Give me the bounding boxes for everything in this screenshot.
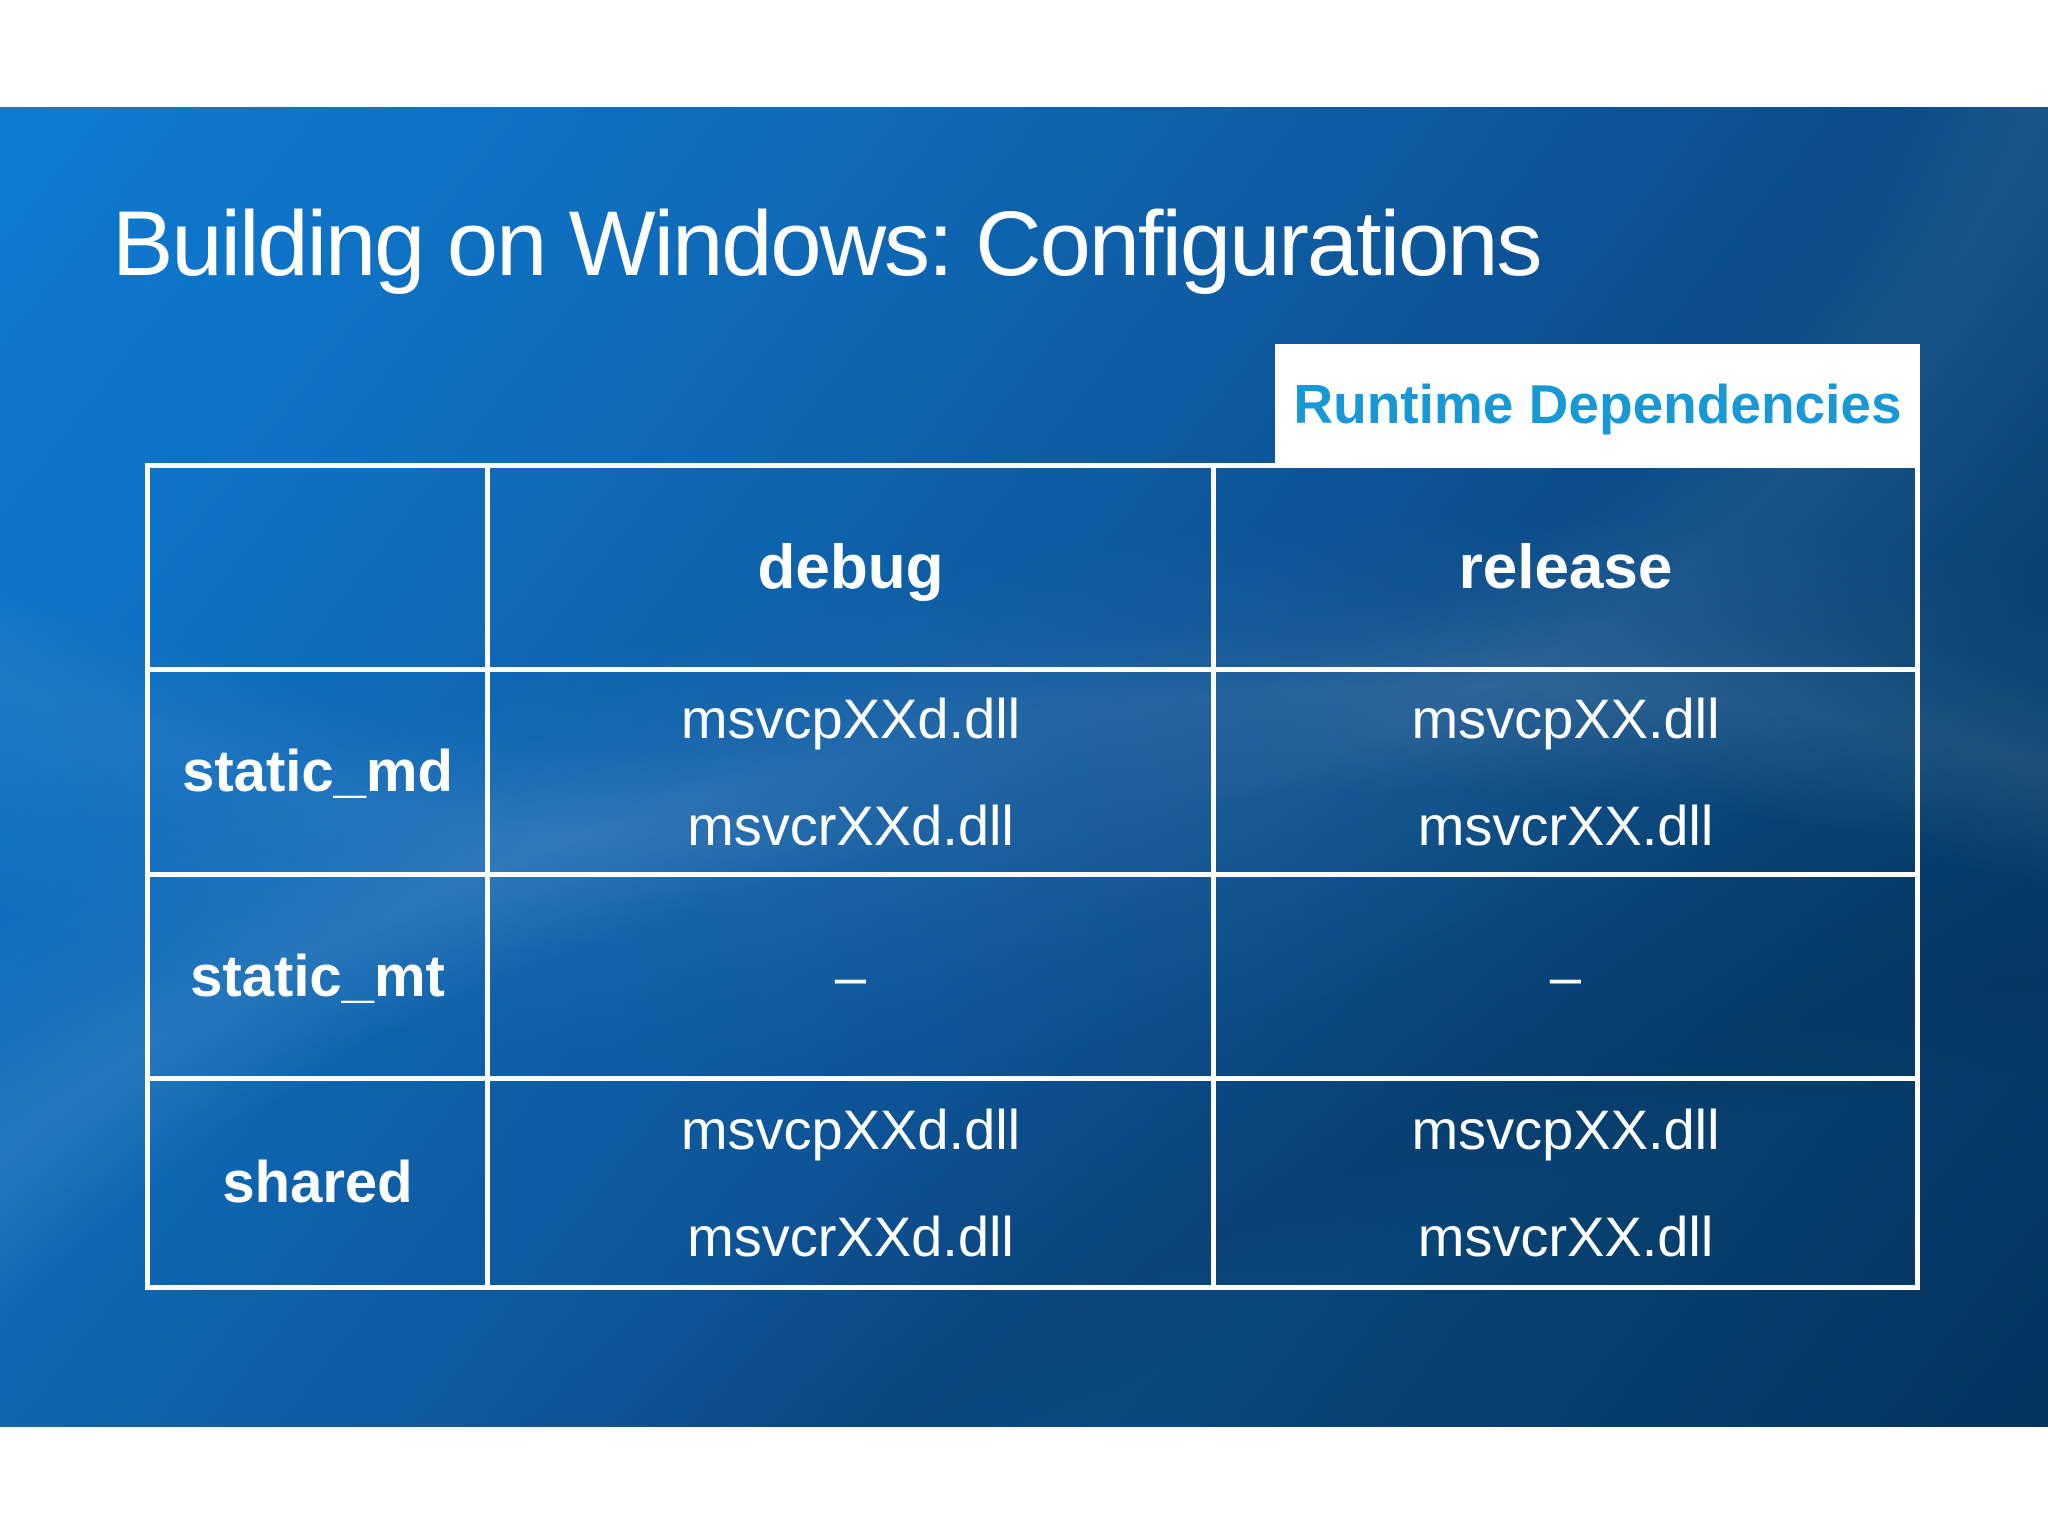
dll-name: msvcpXX.dll [1411, 686, 1720, 750]
cell-lines: msvcpXXd.dll msvcrXXd.dll [681, 686, 1020, 858]
column-header-release: release [1216, 468, 1915, 673]
letterbox-top [0, 0, 2048, 107]
letterbox-bottom [0, 1427, 2048, 1536]
dll-name: msvcrXX.dll [1417, 1204, 1714, 1268]
row-header-static-md: static_md [150, 672, 490, 877]
dll-name: msvcpXXd.dll [680, 686, 1021, 750]
row-header-shared: shared [150, 1080, 490, 1285]
cell-lines: msvcpXX.dll msvcrXX.dll [1411, 686, 1719, 858]
column-header-debug-label: debug [757, 533, 944, 603]
slide-title: Building on Windows: Configurations [112, 193, 1542, 295]
dash-value: – [834, 944, 867, 1008]
cell-shared-debug: msvcpXXd.dll msvcrXXd.dll [490, 1080, 1216, 1285]
cell-lines: msvcpXX.dll msvcrXX.dll [1411, 1097, 1719, 1269]
dll-name: msvcrXX.dll [1417, 793, 1714, 857]
table-corner-cell [150, 468, 490, 673]
row-header-static-mt: static_mt [150, 876, 490, 1081]
cell-static-md-debug: msvcpXXd.dll msvcrXXd.dll [490, 672, 1216, 877]
runtime-dependencies-badge: Runtime Dependencies [1275, 344, 1920, 464]
dependencies-table: debug release static_md msvcpXXd.dll msv… [145, 463, 1920, 1290]
dash-value: – [1549, 944, 1582, 1008]
dll-name: msvcrXXd.dll [687, 793, 1014, 857]
dll-name: msvcpXXd.dll [680, 1097, 1021, 1161]
cell-static-md-release: msvcpXX.dll msvcrXX.dll [1216, 672, 1915, 877]
dll-name: msvcpXX.dll [1411, 1097, 1720, 1161]
runtime-dependencies-label: Runtime Dependencies [1293, 373, 1902, 435]
cell-static-mt-release: – [1216, 877, 1915, 1081]
cell-shared-release: msvcpXX.dll msvcrXX.dll [1216, 1081, 1915, 1285]
cell-lines: msvcpXXd.dll msvcrXXd.dll [681, 1097, 1020, 1269]
column-header-release-label: release [1458, 533, 1673, 603]
dll-name: msvcrXXd.dll [687, 1204, 1014, 1268]
cell-static-mt-debug: – [490, 876, 1216, 1081]
column-header-debug: debug [490, 468, 1216, 673]
row-header-static-mt-label: static_mt [190, 943, 445, 1009]
slide-background: Building on Windows: Configurations Runt… [0, 107, 2048, 1427]
row-header-static-md-label: static_md [182, 739, 453, 805]
row-header-shared-label: shared [222, 1150, 413, 1216]
